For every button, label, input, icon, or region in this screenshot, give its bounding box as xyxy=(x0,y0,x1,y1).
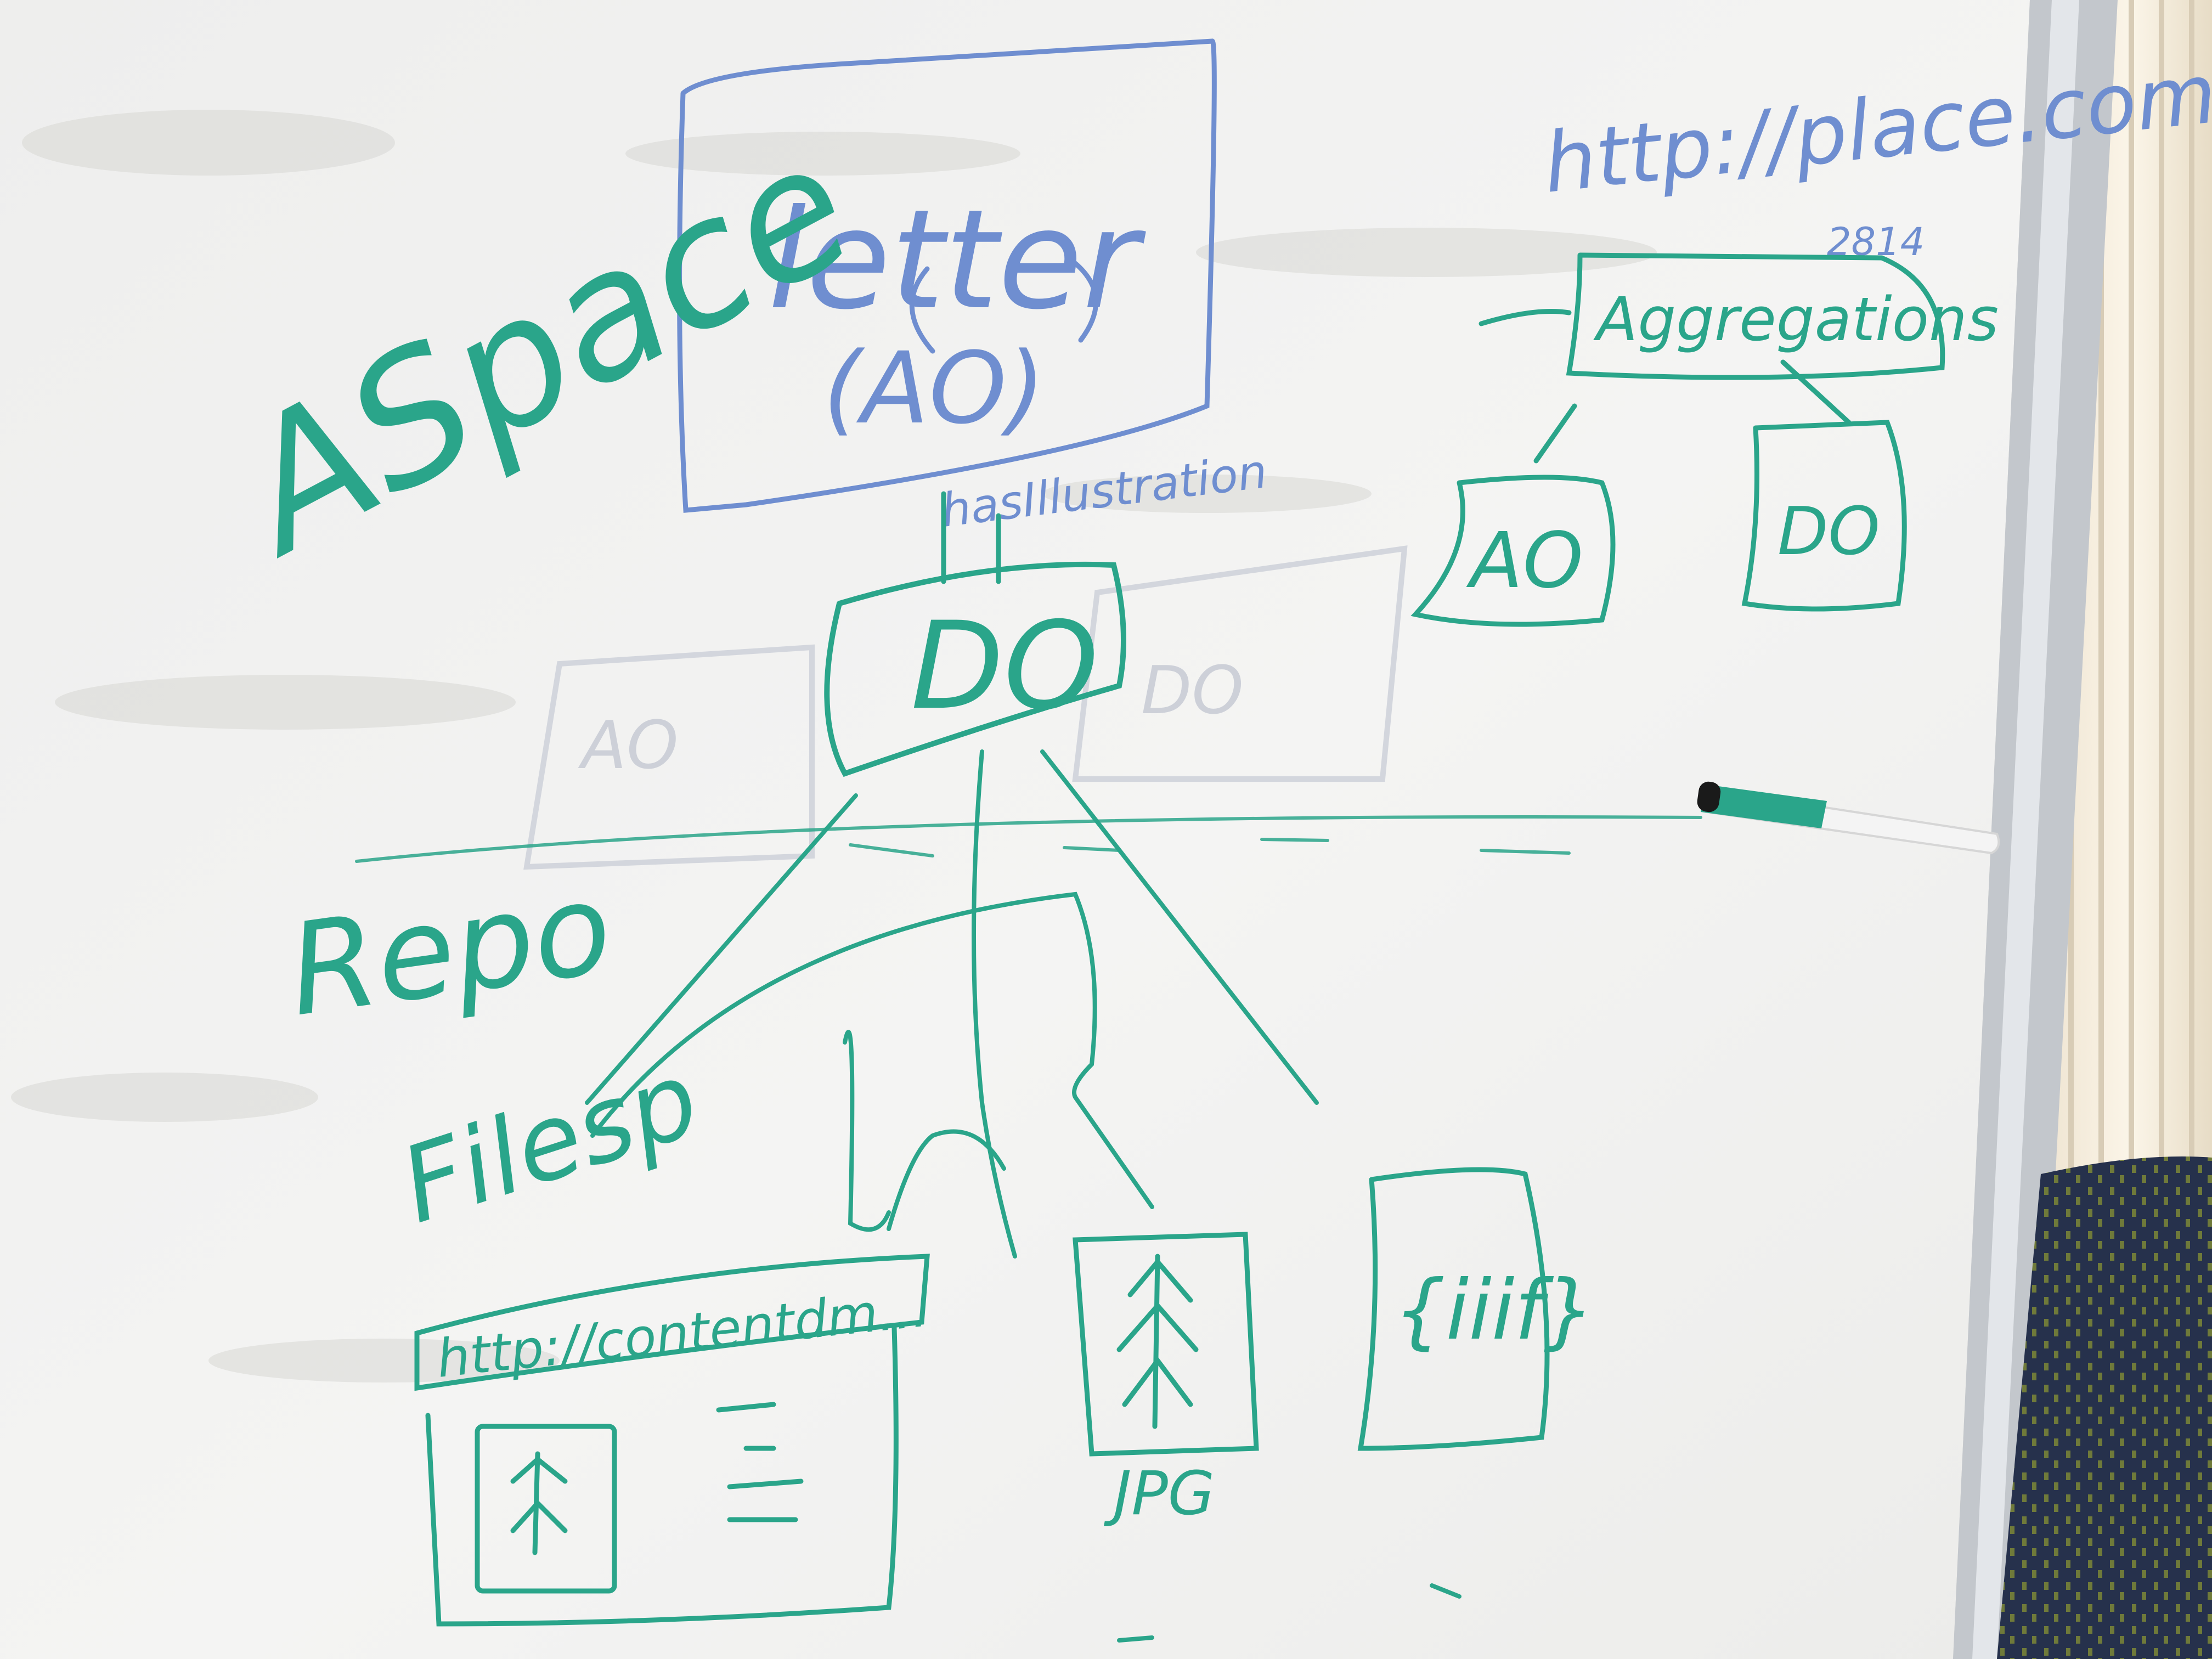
connectors-do-to-repo xyxy=(585,749,1319,1259)
aggregations-box xyxy=(1479,252,1945,464)
ao-box-label: AO xyxy=(1466,516,1583,606)
do-main-label: DO xyxy=(911,596,1099,736)
iiif-label: {iiif} xyxy=(1393,1263,1596,1358)
do-box-label: DO xyxy=(1778,494,1880,570)
contentdm-window-sketch xyxy=(414,1254,930,1627)
letter-label: letter xyxy=(768,180,1146,340)
whiteboard xyxy=(0,0,2030,1659)
ghost-text-right: DO xyxy=(1141,653,1244,729)
whiteboard-frame xyxy=(1953,0,2118,1659)
do-main-box xyxy=(824,561,1126,777)
jpg-label: JPG xyxy=(1103,1458,1215,1528)
dry-erase-marker[interactable] xyxy=(1696,780,2000,855)
chair xyxy=(1997,1156,2212,1659)
letter-ao-box xyxy=(677,38,1217,513)
ao-paren-label: (AO) xyxy=(823,331,1045,446)
divider-line xyxy=(355,815,1702,863)
erased-writing: AO DO xyxy=(523,545,1408,870)
iiif-manifest-sketch xyxy=(1357,1167,1550,1451)
ghost-text-left: AO xyxy=(578,708,679,784)
do-box-right xyxy=(1741,420,1907,612)
aggregations-label: Aggregations xyxy=(1593,284,1999,354)
ao-box-right xyxy=(1410,475,1616,627)
jpg-image-sketch xyxy=(1073,1232,1259,1457)
bottom-marks xyxy=(1117,1583,1462,1643)
